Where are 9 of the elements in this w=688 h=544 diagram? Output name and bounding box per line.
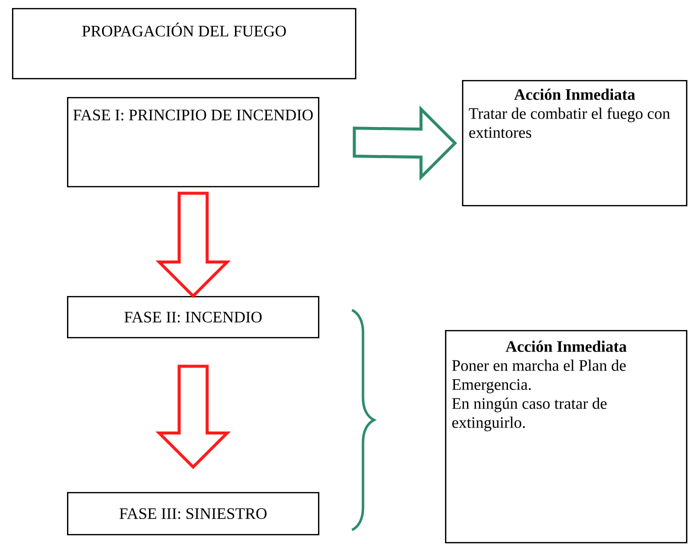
action-box: Acción Inmediata Tratar de combatir el fuego con extintores bbox=[462, 80, 688, 206]
block-arrow bbox=[352, 106, 458, 181]
phase-box: FASE III: SINIESTRO bbox=[67, 492, 320, 536]
phase-box: FASE I: PRINCIPIO DE INCENDIO bbox=[67, 97, 320, 188]
action-box: Acción Inmediata Poner en marcha el Plan de Emergencia. En ningún caso tratar de extinguirlo. bbox=[445, 330, 688, 544]
block-arrow bbox=[156, 192, 231, 298]
title-box: PROPAGACIÓN DEL FUEGO bbox=[12, 8, 356, 80]
phase-box: FASE II: INCENDIO bbox=[67, 296, 320, 338]
block-arrow bbox=[156, 364, 231, 470]
